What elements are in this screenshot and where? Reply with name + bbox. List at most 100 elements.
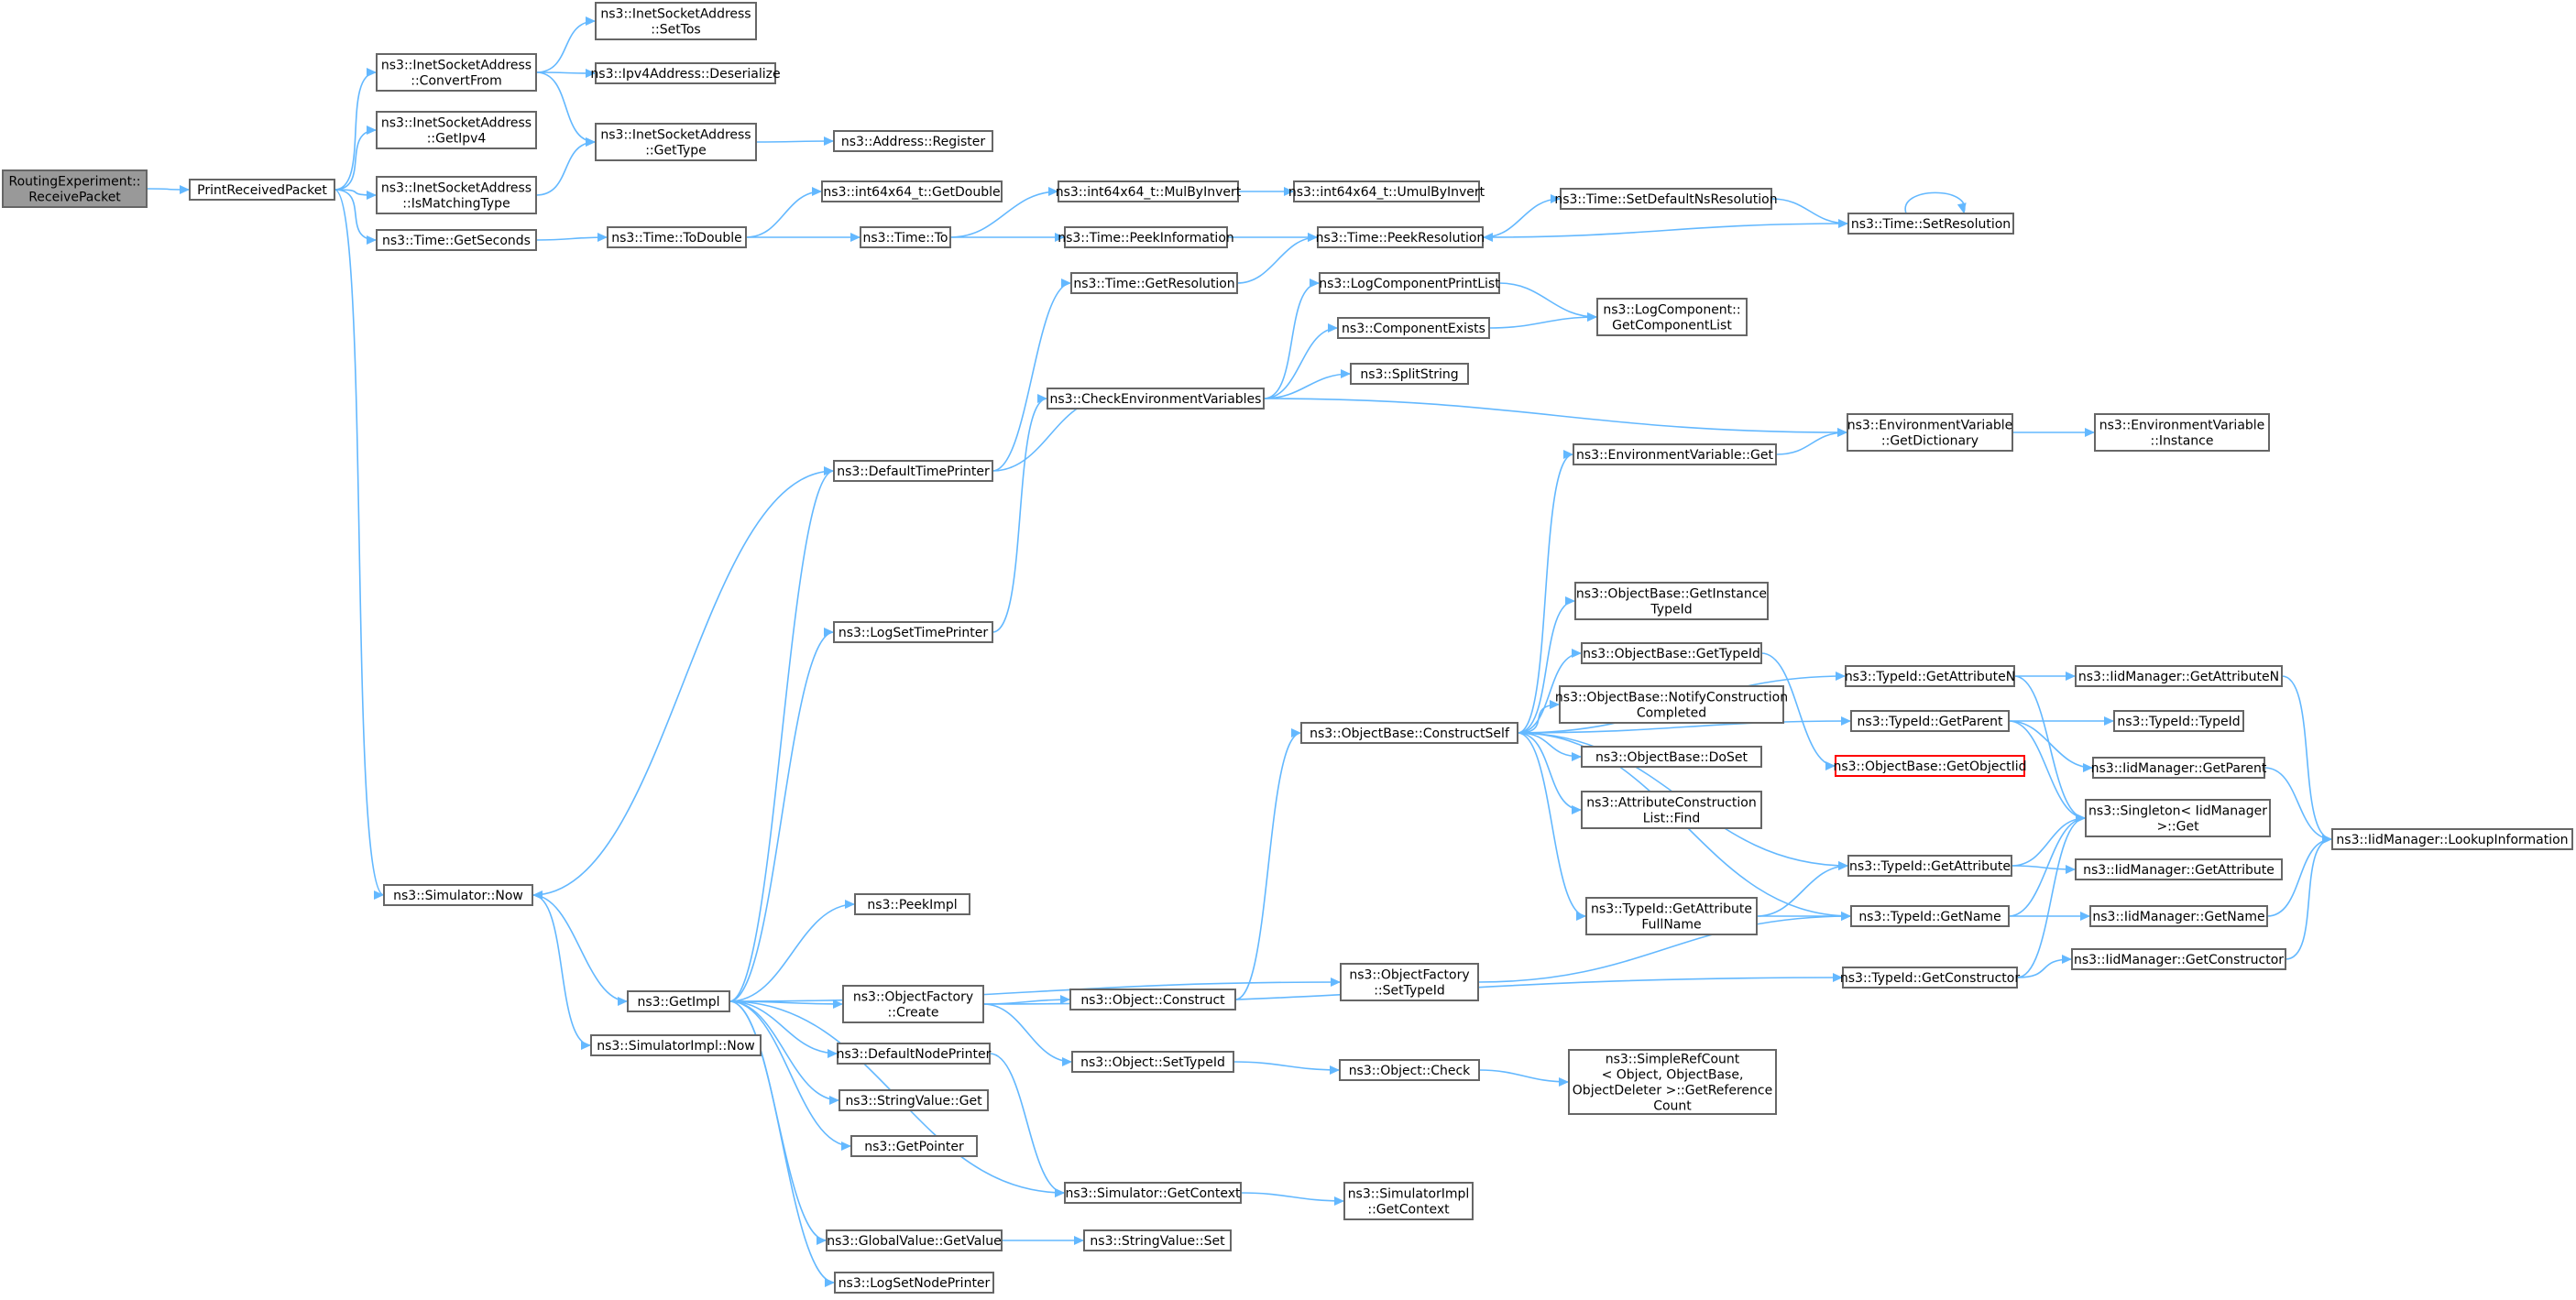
node-iidgetattribute[interactable]: ns3::IidManager::GetAttribute xyxy=(2075,858,2283,880)
node-label: ObjectDeleter >::GetReference xyxy=(1573,1084,1772,1098)
node-envgetdict[interactable]: ns3::EnvironmentVariable::GetDictionary xyxy=(1847,413,2013,452)
node-peekimpl[interactable]: ns3::PeekImpl xyxy=(854,893,970,915)
node-objfactcreate[interactable]: ns3::ObjectFactory::Create xyxy=(842,985,984,1023)
node-getdouble[interactable]: ns3::int64x64_t::GetDouble xyxy=(821,180,1003,202)
node-peekinformation[interactable]: ns3::Time::PeekInformation xyxy=(1058,226,1234,248)
node-todouble[interactable]: ns3::Time::ToDouble xyxy=(607,226,747,248)
edge-getconstructor-to-singletonget xyxy=(2016,817,2087,978)
edge-arrowhead xyxy=(1841,912,1851,921)
node-logsettime[interactable]: ns3::LogSetTimePrinter xyxy=(833,621,993,643)
node-ismatching[interactable]: ns3::InetSocketAddress::IsMatchingType xyxy=(376,176,537,214)
node-setdefaultns[interactable]: ns3::Time::SetDefaultNsResolution xyxy=(1554,188,1778,210)
node-objfactsettypeid[interactable]: ns3::ObjectFactory::SetTypeId xyxy=(1340,963,1479,1001)
node-peekresolution[interactable]: ns3::Time::PeekResolution xyxy=(1316,226,1485,248)
node-splitstring[interactable]: ns3::SplitString xyxy=(1350,363,1469,385)
node-box xyxy=(860,226,951,248)
node-routing[interactable]: RoutingExperiment::ReceivePacket xyxy=(2,169,148,208)
node-stringvalueget[interactable]: ns3::StringValue::Get xyxy=(839,1089,989,1111)
node-objconstruct[interactable]: ns3::Object::Construct xyxy=(1069,989,1236,1011)
node-getattributen[interactable]: ns3::TypeId::GetAttributeN xyxy=(1845,665,2015,687)
node-logsetnode[interactable]: ns3::LogSetNodePrinter xyxy=(834,1272,994,1294)
node-logcompprint[interactable]: ns3::LogComponentPrintList xyxy=(1319,272,1500,294)
node-register[interactable]: ns3::Address::Register xyxy=(833,130,993,152)
edge-arrowhead xyxy=(1074,1236,1084,1245)
node-convertfrom[interactable]: ns3::InetSocketAddress::ConvertFrom xyxy=(376,53,537,92)
node-envinstance[interactable]: ns3::EnvironmentVariable::Instance xyxy=(2094,413,2270,452)
node-timeto[interactable]: ns3::Time::To xyxy=(860,226,951,248)
node-getparent[interactable]: ns3::TypeId::GetParent xyxy=(1850,710,2010,732)
edge-arrowhead xyxy=(2062,955,2072,964)
edge-getimpl-to-logsettime xyxy=(729,631,835,1002)
edge-logsettime-to-checkenv xyxy=(992,398,1048,633)
node-objsettypeid[interactable]: ns3::Object::SetTypeId xyxy=(1071,1051,1234,1073)
node-gettype[interactable]: ns3::InetSocketAddress::GetType xyxy=(595,123,757,161)
node-simnow[interactable]: ns3::Simulator::Now xyxy=(383,884,533,906)
node-iidgetparent[interactable]: ns3::IidManager::GetParent xyxy=(2091,757,2267,779)
edge-arrowhead xyxy=(845,900,855,909)
edge-getseconds-to-todouble xyxy=(535,236,608,241)
node-getobjectiid[interactable]: ns3::ObjectBase::GetObjectIid xyxy=(1833,755,2027,777)
node-notifyconstruction[interactable]: ns3::ObjectBase::NotifyConstructionCompl… xyxy=(1555,685,1788,724)
node-singletonget[interactable]: ns3::Singleton< IidManager >::Get xyxy=(2085,799,2271,837)
node-print[interactable]: PrintReceivedPacket xyxy=(189,179,335,201)
node-umulbyinvert[interactable]: ns3::int64x64_t::UmulByInvert xyxy=(1288,180,1485,202)
node-getpointer[interactable]: ns3::GetPointer xyxy=(850,1135,978,1157)
node-doset[interactable]: ns3::ObjectBase::DoSet xyxy=(1581,746,1762,768)
node-box xyxy=(376,111,537,149)
node-label: List::Find xyxy=(1643,812,1701,826)
node-stringvalueset[interactable]: ns3::StringValue::Set xyxy=(1083,1229,1232,1251)
node-deserialize[interactable]: ns3::Ipv4Address::Deserialize xyxy=(590,62,781,84)
node-lookupinfo[interactable]: ns3::IidManager::LookupInformation xyxy=(2331,828,2573,850)
node-getattribute[interactable]: ns3::TypeId::GetAttribute xyxy=(1847,855,2012,877)
node-obgettypeid[interactable]: ns3::ObjectBase::GetTypeId xyxy=(1581,642,1762,664)
edge-arrowhead xyxy=(824,628,834,637)
node-objcheck[interactable]: ns3::Object::Check xyxy=(1339,1059,1480,1081)
node-getcomplist[interactable]: ns3::LogComponent::GetComponentList xyxy=(1596,298,1748,336)
node-simplerefcount[interactable]: ns3::SimpleRefCount< Object, ObjectBase,… xyxy=(1568,1049,1777,1115)
edge-arrowhead xyxy=(2322,835,2332,844)
node-label: ns3::int64x64_t::UmulByInvert xyxy=(1288,185,1485,200)
edge-convertfrom-to-settos xyxy=(535,20,597,73)
node-getimpl[interactable]: ns3::GetImpl xyxy=(627,990,730,1012)
edge-arrowhead xyxy=(2066,672,2076,681)
edge-getparent-to-iidgetparent xyxy=(2008,720,2094,769)
node-label: ns3::Time::GetResolution xyxy=(1073,277,1234,291)
node-iidgetconstructor[interactable]: ns3::IidManager::GetConstructor xyxy=(2071,948,2286,970)
node-label: ns3::ObjectBase::ConstructSelf xyxy=(1310,726,1510,741)
node-getconstructor[interactable]: ns3::TypeId::GetConstructor xyxy=(1840,967,2020,989)
edge-constructself-to-getparent xyxy=(1517,720,1852,734)
node-box xyxy=(2092,757,2265,779)
node-label: ns3::TypeId::TypeId xyxy=(2117,715,2240,729)
node-iidgetname[interactable]: ns3::IidManager::GetName xyxy=(2089,905,2268,927)
node-getname[interactable]: ns3::TypeId::GetName xyxy=(1850,905,2010,927)
node-globalvaluegetvalue[interactable]: ns3::GlobalValue::GetValue xyxy=(826,1229,1003,1251)
node-getipv4[interactable]: ns3::InetSocketAddress::GetIpv4 xyxy=(376,111,537,149)
edge-gettype-to-register xyxy=(755,140,835,143)
node-constructself[interactable]: ns3::ObjectBase::ConstructSelf xyxy=(1300,722,1518,744)
node-iidgetattributen[interactable]: ns3::IidManager::GetAttributeN xyxy=(2075,665,2283,687)
node-box xyxy=(1568,1049,1777,1115)
node-setresolution[interactable]: ns3::Time::SetResolution xyxy=(1847,213,2014,235)
node-typeidtypeid[interactable]: ns3::TypeId::TypeId xyxy=(2113,710,2244,732)
node-label: ns3::GlobalValue::GetValue xyxy=(827,1234,1001,1249)
node-label: ns3::Object::Construct xyxy=(1080,993,1225,1008)
node-defaultnode[interactable]: ns3::DefaultNodePrinter xyxy=(837,1043,992,1065)
node-simgetcontext[interactable]: ns3::Simulator::GetContext xyxy=(1064,1182,1242,1204)
node-box xyxy=(2075,858,2283,880)
node-getseconds[interactable]: ns3::Time::GetSeconds xyxy=(376,229,537,251)
node-settos[interactable]: ns3::InetSocketAddress::SetTos xyxy=(595,2,757,40)
node-getresolution[interactable]: ns3::Time::GetResolution xyxy=(1070,272,1238,294)
node-label: ns3::TypeId::GetAttribute xyxy=(1849,859,2011,874)
node-box xyxy=(1573,443,1777,465)
node-envget[interactable]: ns3::EnvironmentVariable::Get xyxy=(1573,443,1777,465)
edge-arrowhead xyxy=(1572,805,1582,814)
node-defaulttime[interactable]: ns3::DefaultTimePrinter xyxy=(833,460,993,482)
node-compexists[interactable]: ns3::ComponentExists xyxy=(1337,317,1490,339)
node-mulbyinvert[interactable]: ns3::int64x64_t::MulByInvert xyxy=(1056,180,1242,202)
node-simimplgetcontext[interactable]: ns3::SimulatorImpl::GetContext xyxy=(1343,1182,1474,1220)
node-checkenv[interactable]: ns3::CheckEnvironmentVariables xyxy=(1047,388,1265,410)
node-simimplnow[interactable]: ns3::SimulatorImpl::Now xyxy=(590,1034,762,1056)
